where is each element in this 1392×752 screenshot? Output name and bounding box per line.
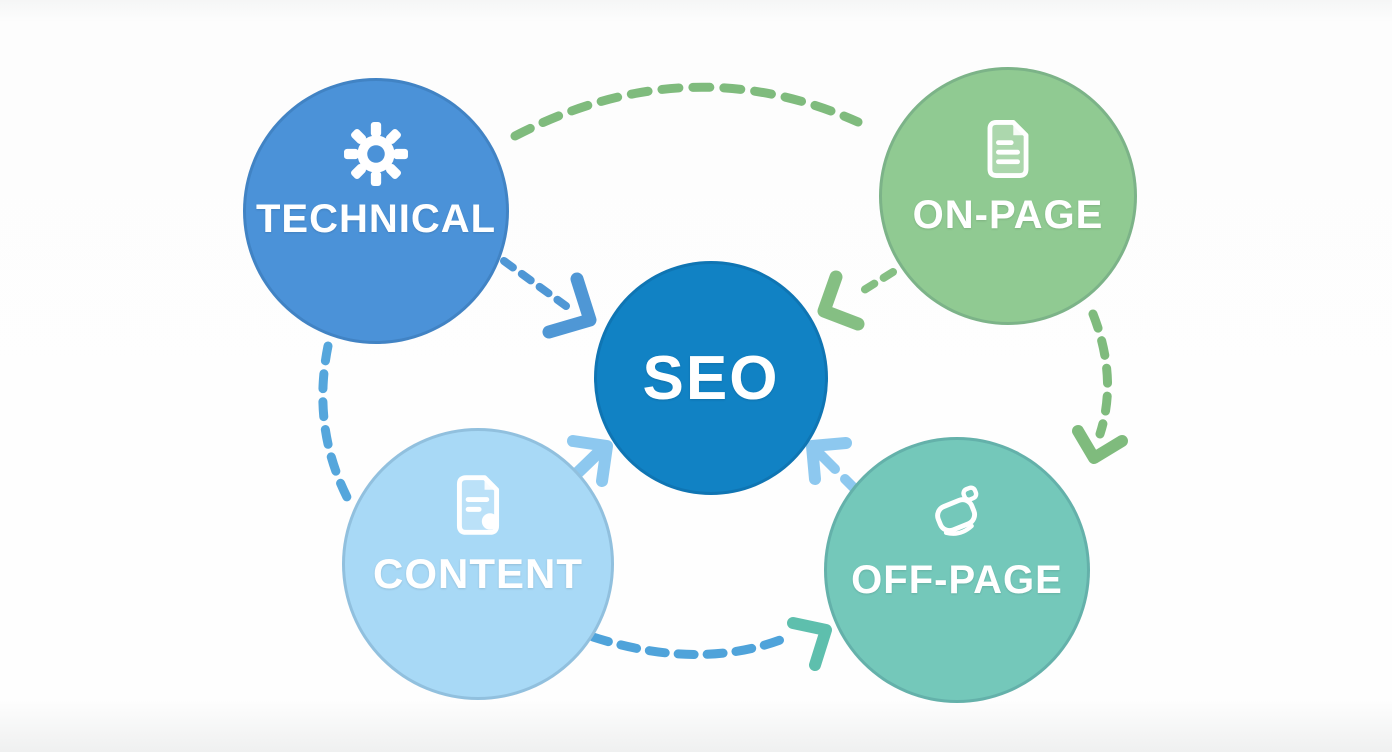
link-icon <box>935 484 979 536</box>
node-onpage-label: ON-PAGE <box>912 192 1104 237</box>
arc-content-offpage <box>588 632 793 659</box>
arrowhead-onpage-offpage <box>1072 425 1128 464</box>
arrowhead-onpage-seo <box>817 270 865 331</box>
node-offpage: OFF-PAGE <box>824 437 1090 703</box>
arrow-onpage-seo-tail <box>852 268 897 299</box>
node-seo-content: SEO <box>643 343 780 414</box>
node-seo-center: SEO <box>594 261 828 495</box>
node-content: CONTENT <box>342 428 614 700</box>
arrowhead-offpage-seo <box>806 437 852 485</box>
arc-technical-onpage <box>510 82 863 141</box>
node-content-label: CONTENT <box>373 550 583 597</box>
node-technical-label: TECHNICAL <box>255 196 497 241</box>
arc-onpage-offpage <box>1088 309 1113 439</box>
arrow-offpage-seo-shaft <box>809 443 840 474</box>
node-offpage-content: OFF-PAGE <box>851 478 1063 603</box>
node-seo-label: SEO <box>642 343 780 413</box>
node-content-content: CONTENT <box>373 470 583 598</box>
arrow-technical-seo-tail <box>500 257 570 310</box>
node-onpage-content: ON-PAGE <box>913 115 1104 238</box>
arc-technical-content <box>318 341 355 508</box>
gear-icon <box>344 121 408 186</box>
node-technical: TECHNICAL <box>243 78 509 344</box>
document-edit-icon <box>456 475 500 535</box>
arrowhead-content-offpage <box>787 617 832 671</box>
arrowhead-technical-seo <box>542 272 597 339</box>
node-onpage: ON-PAGE <box>879 67 1137 325</box>
node-technical-content: TECHNICAL <box>256 121 496 242</box>
node-offpage-label: OFF-PAGE <box>851 557 1063 602</box>
document-icon <box>987 119 1029 178</box>
